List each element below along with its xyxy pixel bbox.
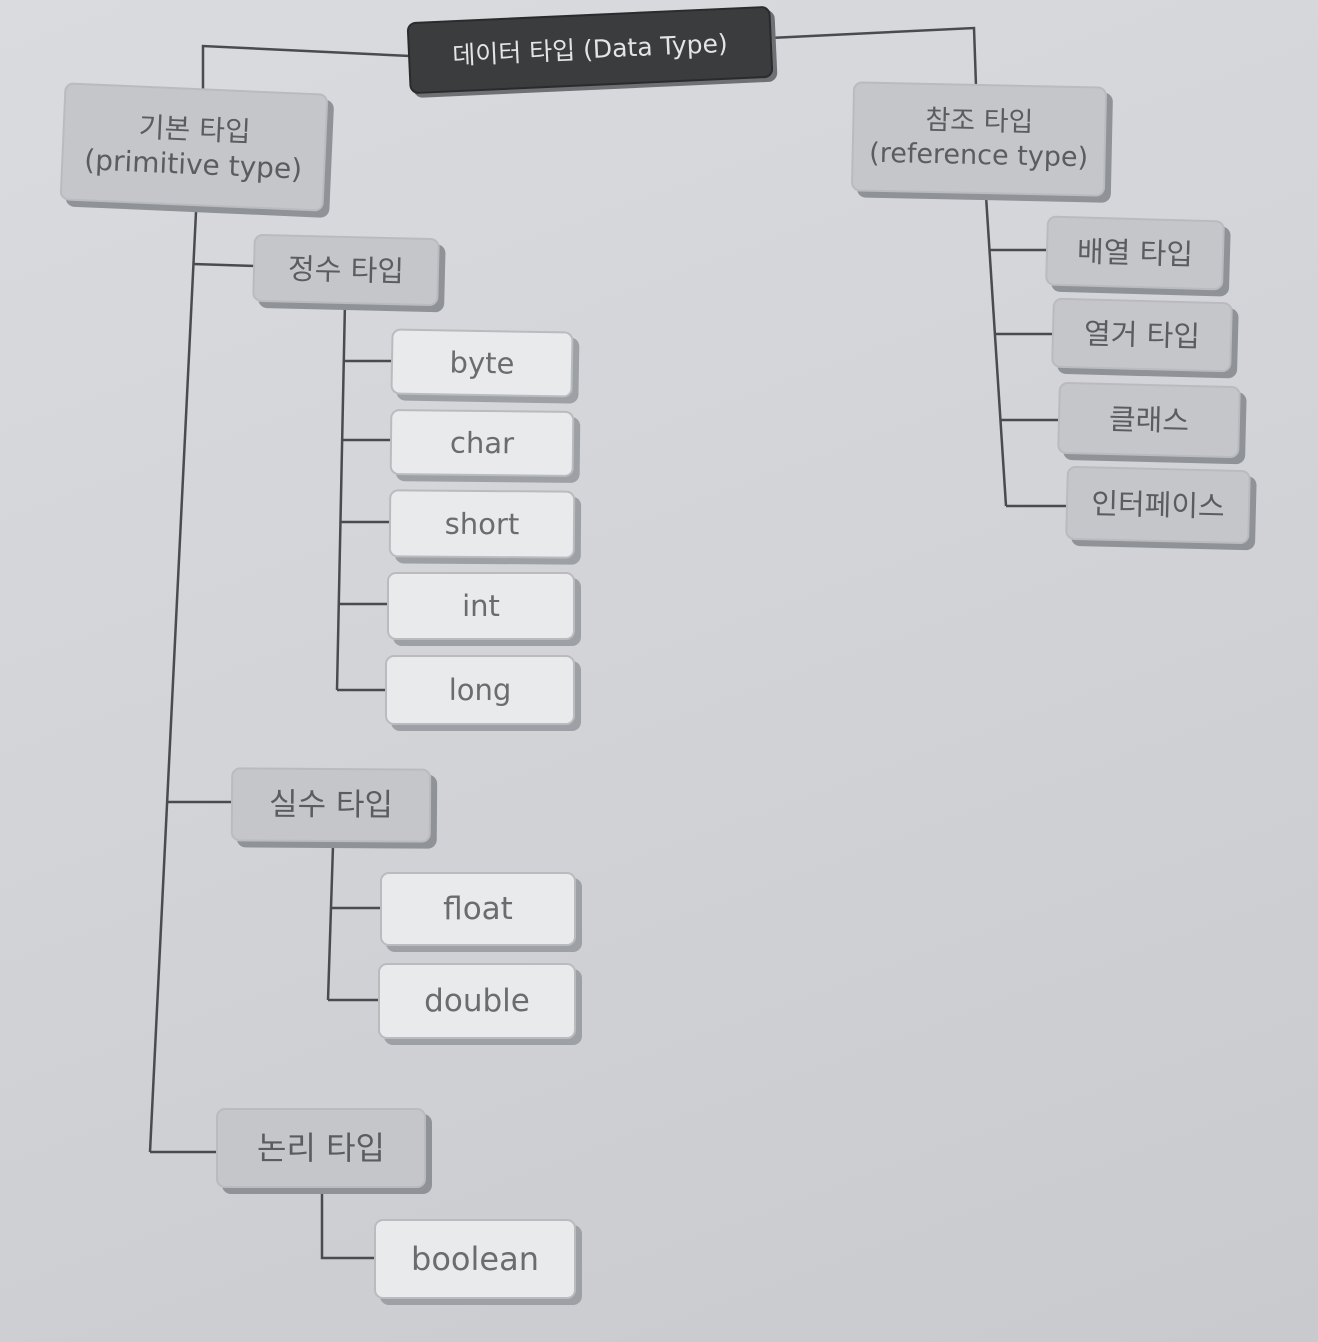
enum-type-label: 열거 타입	[1083, 316, 1201, 354]
type-byte-label: byte	[449, 345, 515, 381]
type-float: float	[380, 872, 576, 946]
integer-type-label: 정수 타입	[287, 251, 405, 289]
connector-root-reference	[769, 26, 978, 87]
real-type-node: 실수 타입	[230, 767, 432, 843]
class-type-label: 클래스	[1108, 401, 1190, 438]
connector-primitive-spine	[148, 211, 198, 1153]
logical-type-node: 논리 타입	[216, 1108, 426, 1188]
type-int-label: int	[462, 588, 500, 623]
logical-type-label: 논리 타입	[257, 1129, 385, 1167]
real-type-label: 실수 타입	[268, 786, 394, 824]
reference-sublabel: (reference type)	[868, 137, 1089, 174]
type-short-label: short	[444, 506, 520, 542]
connector-real-spine	[326, 845, 335, 1001]
type-byte: byte	[390, 328, 574, 398]
type-short: short	[388, 489, 576, 559]
type-long-label: long	[448, 672, 512, 707]
type-boolean: boolean	[374, 1219, 576, 1299]
type-double: double	[378, 963, 576, 1039]
connector-to-integer	[192, 262, 256, 268]
type-int: int	[387, 572, 575, 640]
enum-type-node: 열거 타입	[1051, 297, 1233, 373]
connector-to-boolean	[320, 1190, 376, 1260]
array-type-label: 배열 타입	[1076, 234, 1194, 272]
type-double-label: double	[424, 982, 530, 1019]
root-label: 데이터 타입 (Data Type)	[451, 29, 729, 71]
type-char: char	[389, 409, 575, 477]
reference-label: 참조 타입	[925, 105, 1034, 139]
array-type-node: 배열 타입	[1045, 215, 1225, 291]
connector-root-primitive	[201, 44, 411, 92]
integer-type-node: 정수 타입	[252, 233, 440, 307]
interface-type-node: 인터페이스	[1065, 465, 1251, 545]
type-char-label: char	[449, 425, 515, 461]
primitive-node: 기본 타입 (primitive type)	[59, 82, 329, 212]
type-boolean-label: boolean	[411, 1240, 539, 1278]
class-type-node: 클래스	[1057, 381, 1241, 459]
type-float-label: float	[443, 890, 513, 927]
connector-integer-spine	[335, 301, 347, 691]
interface-type-label: 인터페이스	[1090, 486, 1226, 524]
connector-reference-spine	[984, 195, 1008, 507]
reference-node: 참조 타입 (reference type)	[850, 81, 1108, 197]
type-long: long	[385, 655, 575, 725]
